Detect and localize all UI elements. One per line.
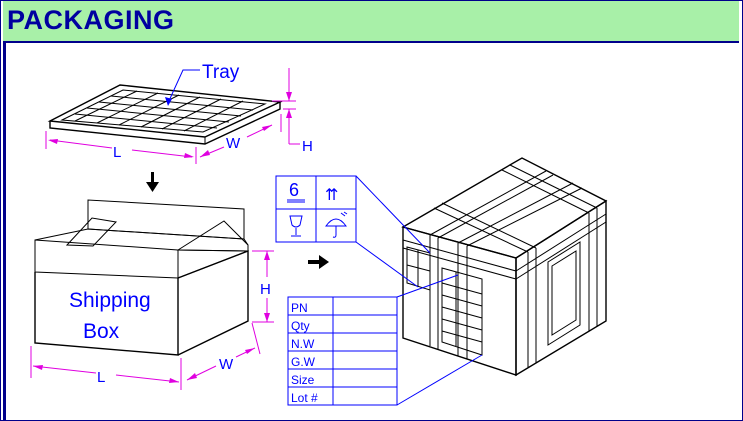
tray-dim-h-label: H xyxy=(302,138,313,155)
header-bar: PACKAGING xyxy=(3,1,739,43)
tray-dim-w-label: W xyxy=(226,135,241,152)
tray-leader xyxy=(167,69,200,104)
box-dim-l-label: L xyxy=(97,369,105,386)
keep-dry-icon xyxy=(325,211,348,238)
box-label-line2: Box xyxy=(83,320,120,343)
box-dim-w-label: W xyxy=(219,356,234,373)
table-row-pn: PN xyxy=(291,301,308,315)
shipping-box-drawing xyxy=(34,199,249,356)
stack-limit-symbol: 6 xyxy=(289,180,299,200)
tray-dim-h xyxy=(272,68,300,145)
tray-dim-w xyxy=(199,114,282,158)
fragile-icon xyxy=(289,215,303,237)
table-row-size: Size xyxy=(291,373,315,387)
box-dim-l xyxy=(30,346,182,390)
table-row-qty: Qty xyxy=(291,319,310,333)
tray-dim-l-label: L xyxy=(113,144,121,161)
table-row-nw: N.W xyxy=(291,337,315,351)
box-label-line1: Shipping xyxy=(69,289,151,312)
handling-symbols-grid xyxy=(275,175,357,243)
box-dim-h-label: H xyxy=(260,281,271,298)
label-table-grid xyxy=(287,296,398,406)
table-row-lot: Lot # xyxy=(291,391,318,405)
tray-label: Tray xyxy=(202,62,240,83)
tray-dim-l xyxy=(45,131,197,164)
callout-leaders xyxy=(355,175,483,406)
down-arrow xyxy=(146,172,159,192)
left-border xyxy=(3,43,6,421)
page-title: PACKAGING xyxy=(7,5,175,35)
crate-drawing xyxy=(401,157,608,377)
tray-leader-arrow xyxy=(165,97,172,106)
right-arrow xyxy=(308,255,329,269)
this-way-up-icon: ⇈ xyxy=(325,187,338,204)
tray-drawing xyxy=(47,84,283,145)
box-dim-h xyxy=(252,250,274,323)
table-row-gw: G.W xyxy=(291,355,316,369)
box-dim-w xyxy=(186,322,261,381)
